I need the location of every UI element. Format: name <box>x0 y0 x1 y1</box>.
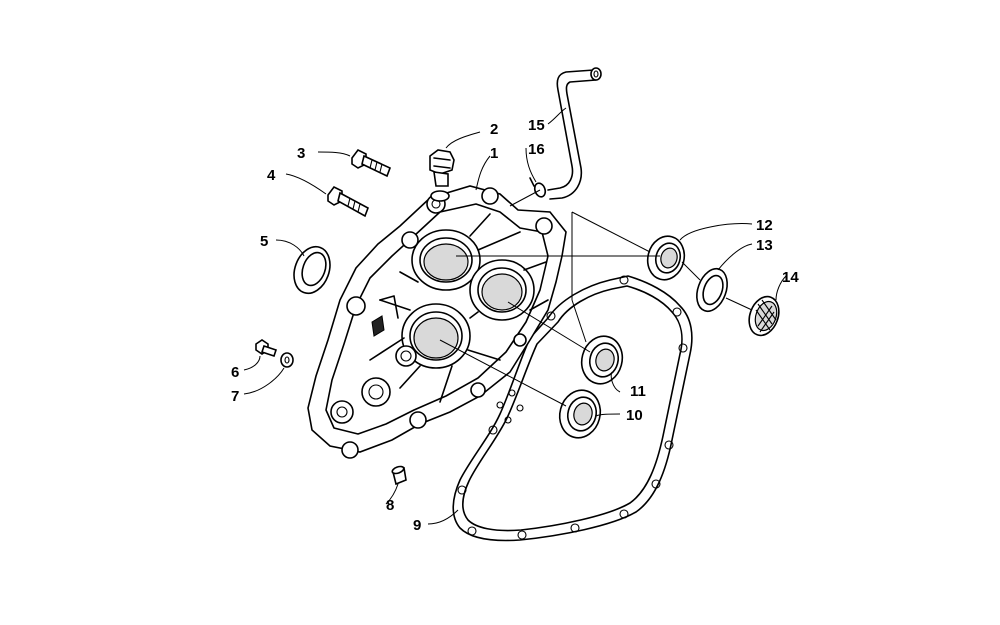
filter-screen <box>748 295 780 337</box>
callout-3: 3 <box>297 145 305 162</box>
callout-16: 16 <box>528 141 545 158</box>
callout-7: 7 <box>231 388 239 405</box>
callout-12: 12 <box>756 217 773 234</box>
oil-seal-right <box>696 267 728 313</box>
callout-10: 10 <box>626 407 643 424</box>
callout-14: 14 <box>782 269 799 286</box>
drain-plug <box>429 149 455 202</box>
callout-1: 1 <box>490 145 498 162</box>
cover-housing <box>307 185 567 459</box>
callout-6: 6 <box>231 364 239 381</box>
breather-hose <box>547 67 602 200</box>
bearing-12 <box>646 235 686 281</box>
gasket <box>452 275 693 542</box>
small-bolt <box>255 339 278 358</box>
callout-4: 4 <box>267 167 276 184</box>
callout-5: 5 <box>260 233 268 250</box>
callout-2: 2 <box>490 121 498 138</box>
hose-clamp <box>529 177 547 198</box>
leader-lines <box>243 107 787 525</box>
bearing-10 <box>558 389 602 439</box>
oil-seal-left <box>293 245 331 295</box>
bolt-lower <box>327 185 369 218</box>
bolt-upper <box>351 148 392 178</box>
callout-8: 8 <box>386 497 394 514</box>
callout-15: 15 <box>528 117 545 134</box>
dowel-pin <box>391 465 407 486</box>
callout-11: 11 <box>630 383 646 400</box>
bearing-11 <box>580 335 624 385</box>
callout-13: 13 <box>756 237 773 254</box>
assembly-guide-lines <box>439 189 753 407</box>
callout-9: 9 <box>413 517 421 534</box>
washer <box>280 352 294 368</box>
